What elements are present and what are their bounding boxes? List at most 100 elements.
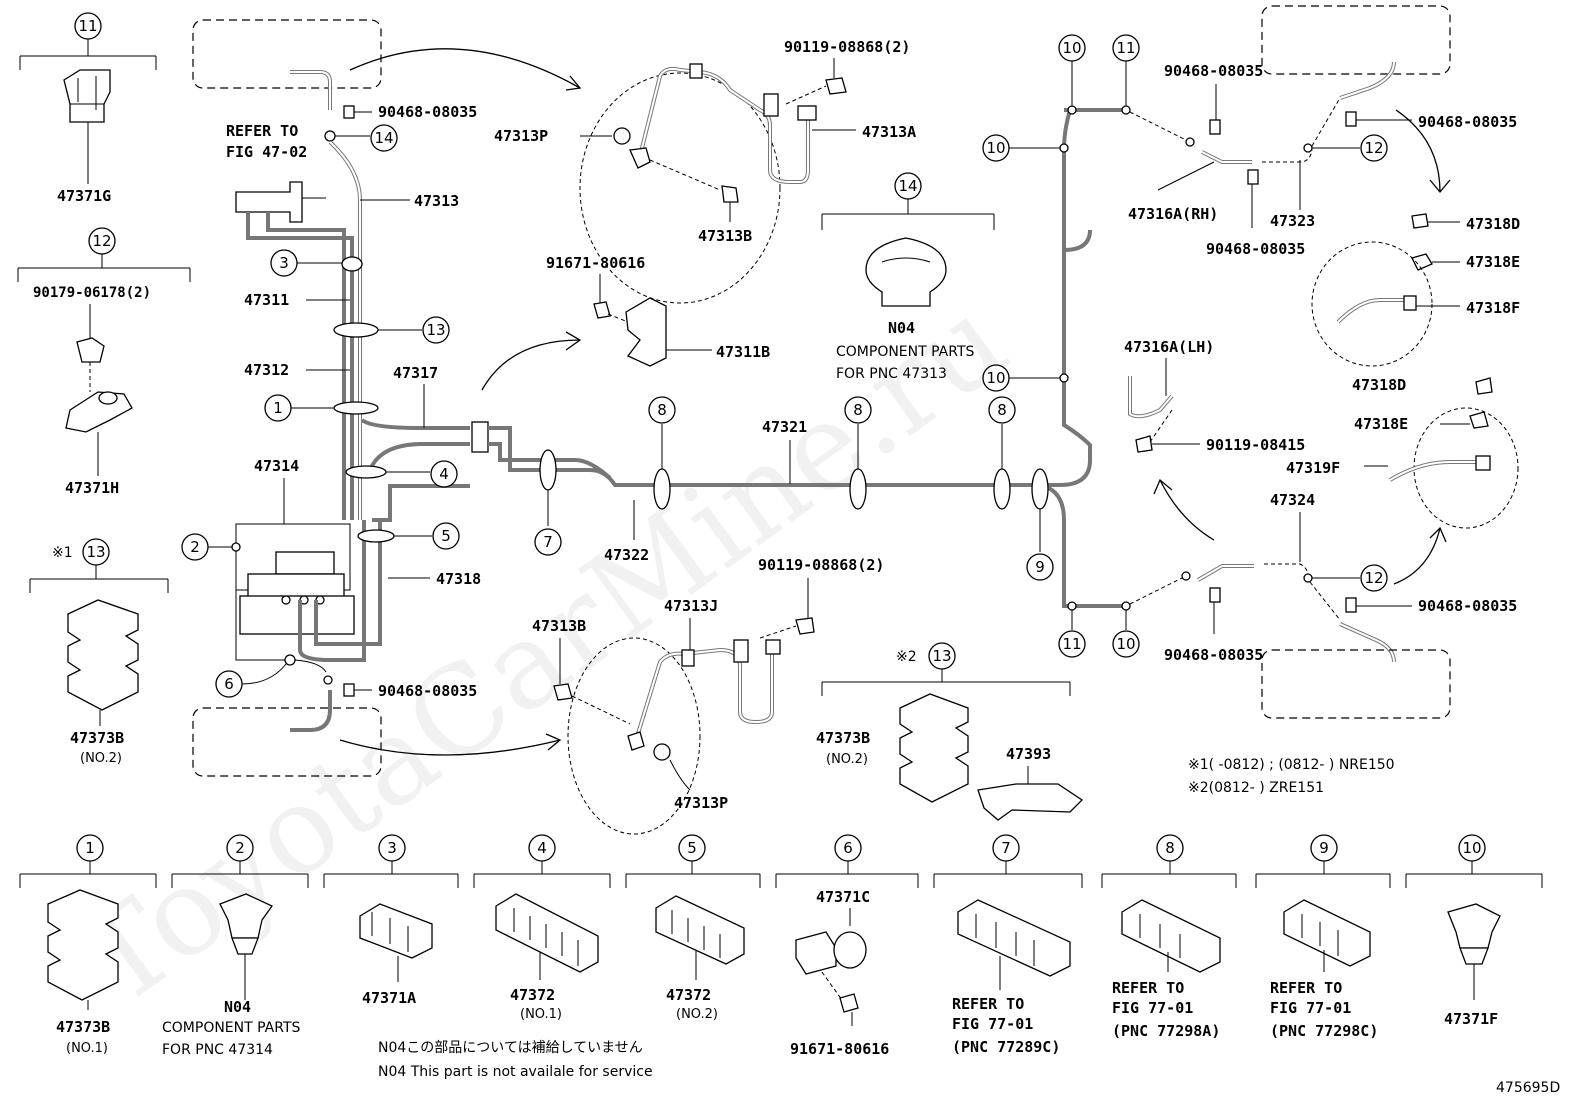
- bracket-47371C-shape[interactable]: [795, 931, 837, 975]
- callout-4-top[interactable]: [430, 460, 458, 488]
- bottom-item-8: 8 REFER TO FIG 77-01 (PNC 77298A): [1101, 834, 1237, 1040]
- group-top-left-detail: 90468-08035 14 REFER TO FIG 47-02: [192, 19, 582, 161]
- label-90179-06178: 90179-06178(2): [33, 285, 151, 301]
- callout-14-left-label: 14: [374, 129, 393, 147]
- callout-1-top-label: 1: [273, 399, 283, 417]
- bottom-item-1: 1 47373B (NO.1): [19, 834, 157, 1056]
- note2: ※2(0812- ) ZRE151: [1188, 780, 1324, 796]
- callout-11-bottom[interactable]: [1058, 630, 1086, 658]
- callout-8-a[interactable]: [648, 396, 676, 424]
- callout-7-main-label: 7: [543, 533, 553, 551]
- bottom-item-3: 3 47371A: [323, 834, 459, 1007]
- label-for-pnc-47314: FOR PNC 47314: [162, 1042, 273, 1058]
- group-right-bottom: 11 10 90468-08035 47324 12 90468-08035: [1058, 491, 1517, 719]
- label-47323: 47323: [1270, 212, 1315, 230]
- callout-14-center-label: 14: [898, 177, 917, 195]
- group-notes: ※1( -0812) ; (0812- ) NRE150 ※2(0812- ) …: [1188, 757, 1395, 796]
- label-90119-08415: 90119-08415: [1206, 436, 1305, 454]
- callout-11-top-label: 11: [1116, 39, 1135, 57]
- callout-11-bottom-label: 11: [1062, 635, 1081, 653]
- label-fig-77-01-7: FIG 77-01: [952, 1015, 1033, 1033]
- clamp-47371A-shape[interactable]: [359, 903, 433, 959]
- callout-9-main-label: 9: [1035, 558, 1045, 576]
- clamp-47372-no2-shape[interactable]: [655, 895, 745, 965]
- callout-12-right-top[interactable]: [1360, 134, 1388, 162]
- callout-12-left-label: 12: [92, 232, 111, 250]
- clip-47371G-shape[interactable]: [63, 69, 111, 123]
- bracket-47311B-shape[interactable]: [625, 297, 667, 367]
- group-47313J-detail: 90119-08868(2) 47313J 47313B 47313P: [532, 556, 884, 835]
- arrow-to-47313-detail: [349, 48, 581, 89]
- clip-47371F-shape[interactable]: [1447, 903, 1501, 949]
- bottom-item-4: 4 47372 (NO.1): [473, 834, 611, 1022]
- bottom-item-9: 9 REFER TO FIG 77-01 (PNC 77298C): [1255, 834, 1391, 1040]
- label-47311B: 47311B: [716, 343, 770, 361]
- group-47318-detail: 47318D 47318E 47318F 47318D 47318E 47319…: [1286, 213, 1520, 585]
- label-N04-bottom: N04: [224, 998, 251, 1016]
- label-47313J: 47313J: [664, 597, 718, 615]
- label-47372-no2: 47372: [666, 986, 711, 1004]
- label-47314: 47314: [254, 457, 299, 475]
- callout-8-c[interactable]: [988, 396, 1016, 424]
- callout-13-center-label: 13: [932, 647, 951, 665]
- callout-7-bottom-label: 7: [1001, 839, 1011, 857]
- nut-shape[interactable]: [76, 337, 105, 363]
- label-no2-center: (NO.2): [826, 752, 868, 767]
- label-47373B-left: 47373B: [70, 729, 124, 747]
- callout-10-top-a-label: 10: [1062, 39, 1081, 57]
- bottom-item-5: 5 47372 (NO.2): [625, 834, 761, 1022]
- label-47316A-RH: 47316A(RH): [1128, 205, 1218, 223]
- label-47317: 47317: [393, 364, 438, 382]
- clamp-47373B-center-shape[interactable]: [899, 693, 969, 803]
- label-no1: (NO.1): [66, 1041, 108, 1056]
- label-47311: 47311: [244, 291, 289, 309]
- callout-9-main[interactable]: [1026, 553, 1054, 581]
- bottom-item-7: 7 REFER TO FIG 77-01 (PNC 77289C): [933, 834, 1083, 1056]
- callout-12-right-top-label: 12: [1364, 139, 1383, 157]
- note-n04-en: N04 This part is not availale for servic…: [378, 1064, 653, 1080]
- clamp-77289C-shape[interactable]: [957, 899, 1071, 977]
- clamp-77298C-shape[interactable]: [1283, 899, 1371, 967]
- label-90468-top-right-b: 90468-08035: [1206, 240, 1305, 258]
- callout-13-mid[interactable]: [422, 316, 450, 344]
- clamp-47373B-no1-shape[interactable]: [47, 889, 119, 1001]
- label-47319F: 47319F: [1286, 459, 1340, 477]
- group-47313A-detail: 90119-08868(2) 47313P 47313A 47313B: [494, 38, 916, 304]
- clip-N04-shape[interactable]: [219, 893, 273, 939]
- label-47318E-top: 47318E: [1466, 253, 1520, 271]
- label-47371G: 47371G: [57, 187, 111, 205]
- callout-2-top-label: 2: [190, 538, 200, 556]
- callout-12-right-bottom[interactable]: [1360, 564, 1388, 592]
- label-47371F: 47371F: [1444, 1010, 1498, 1028]
- label-47313P-bottom: 47313P: [674, 794, 728, 812]
- label-pnc-77289C: (PNC 77289C): [952, 1038, 1060, 1056]
- junction-47317-shape[interactable]: [471, 421, 489, 453]
- label-47371A: 47371A: [362, 989, 416, 1007]
- callout-8-b[interactable]: [844, 396, 872, 424]
- clamp-47373B-no2-shape[interactable]: [67, 599, 139, 711]
- label-90119-08868-bottom: 90119-08868(2): [758, 556, 884, 574]
- label-no1-47372: (NO.1): [520, 1007, 562, 1022]
- bracket-47393-shape[interactable]: [977, 783, 1084, 821]
- grommet-N04-shape[interactable]: [865, 237, 947, 307]
- clamp-47372-no1-shape[interactable]: [495, 893, 599, 973]
- callout-5-top[interactable]: [432, 522, 460, 550]
- label-47313B-bottom: 47313B: [532, 617, 586, 635]
- bottom-row: 1 47373B (NO.1) 2 N04 COMPONENT PARTS FO…: [19, 834, 1560, 1096]
- master-cylinder-shape[interactable]: [235, 181, 303, 223]
- label-90468-right-top: 90468-08035: [1418, 113, 1517, 131]
- callout-7-main[interactable]: [534, 528, 562, 556]
- label-refer-to: REFER TO: [226, 122, 298, 140]
- callout-14-left[interactable]: [370, 124, 398, 152]
- note2-mark-center: ※2: [896, 649, 917, 665]
- label-N04-center: N04: [888, 319, 915, 337]
- label-47373B-center: 47373B: [816, 729, 870, 747]
- label-47316A-LH: 47316A(LH): [1124, 338, 1214, 356]
- callout-10-bottom[interactable]: [1112, 630, 1140, 658]
- label-component-parts-bottom: COMPONENT PARTS: [162, 1020, 301, 1036]
- label-component-parts-center: COMPONENT PARTS: [836, 344, 975, 360]
- clamp-77298A-shape[interactable]: [1121, 899, 1221, 973]
- label-90468-top-right-a: 90468-08035: [1164, 62, 1263, 80]
- label-refer-to-8: REFER TO: [1112, 979, 1184, 997]
